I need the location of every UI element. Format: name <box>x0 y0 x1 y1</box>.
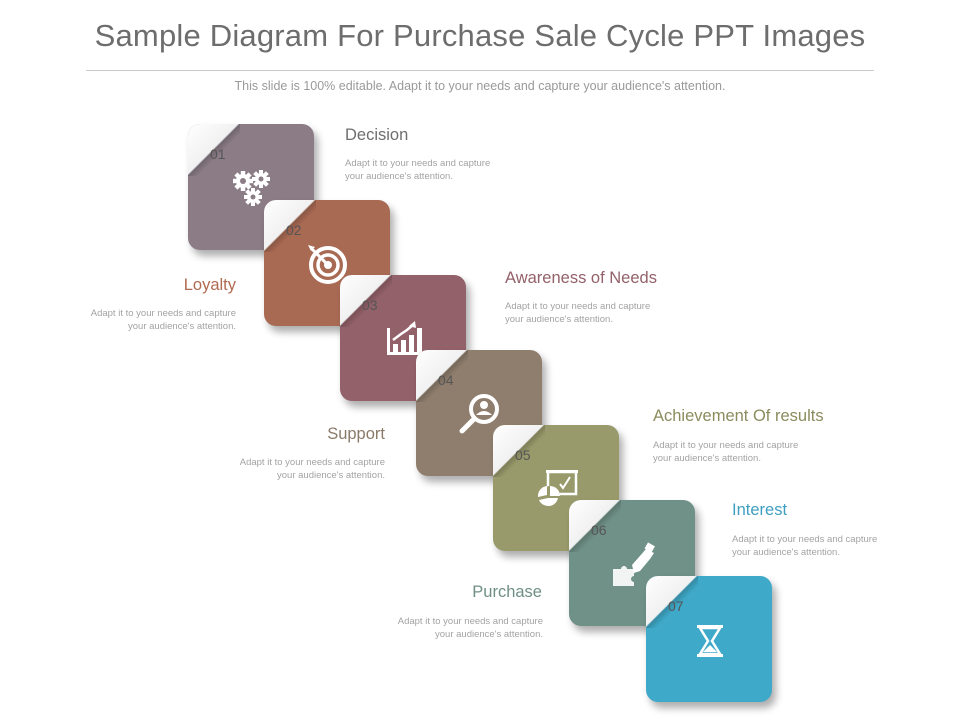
page-curl <box>646 576 698 628</box>
step-number: 01 <box>210 146 226 162</box>
slide-title: Sample Diagram For Purchase Sale Cycle P… <box>94 18 866 53</box>
search-person-icon <box>459 394 499 434</box>
page-curl <box>188 124 240 176</box>
step-label-support: Support <box>327 425 385 443</box>
step-number: 05 <box>515 447 531 463</box>
step-tile-03: 03 <box>340 275 466 401</box>
step-label-achievement: Achievement Of results <box>653 407 824 425</box>
growth-chart-icon <box>387 321 423 355</box>
step-number: 07 <box>668 598 684 614</box>
gears-icon <box>233 170 270 206</box>
step-number: 06 <box>591 522 607 538</box>
step-tile-01: 01 <box>188 124 314 250</box>
step-label-loyalty: Loyalty <box>183 276 236 294</box>
slide-subtitle: This slide is 100% editable. Adapt it to… <box>234 79 726 93</box>
step-label-purchase: Purchase <box>472 583 542 601</box>
step-label-awareness: Awareness of Needs <box>505 269 657 287</box>
puzzle-hand-icon <box>613 542 655 586</box>
step-number: 02 <box>286 222 302 238</box>
step-tile-07: 07 <box>646 576 772 702</box>
step-number: 04 <box>438 372 454 388</box>
title-divider <box>86 70 874 71</box>
page-curl <box>569 500 621 552</box>
presentation-icon <box>537 470 578 507</box>
step-number: 03 <box>362 297 378 313</box>
page-curl <box>493 425 545 477</box>
hourglass-icon <box>697 625 723 657</box>
step-label-decision: Decision <box>345 126 409 144</box>
step-label-interest: Interest <box>732 501 788 519</box>
page-curl <box>264 200 316 252</box>
page-curl <box>416 350 468 402</box>
page-curl <box>340 275 392 327</box>
